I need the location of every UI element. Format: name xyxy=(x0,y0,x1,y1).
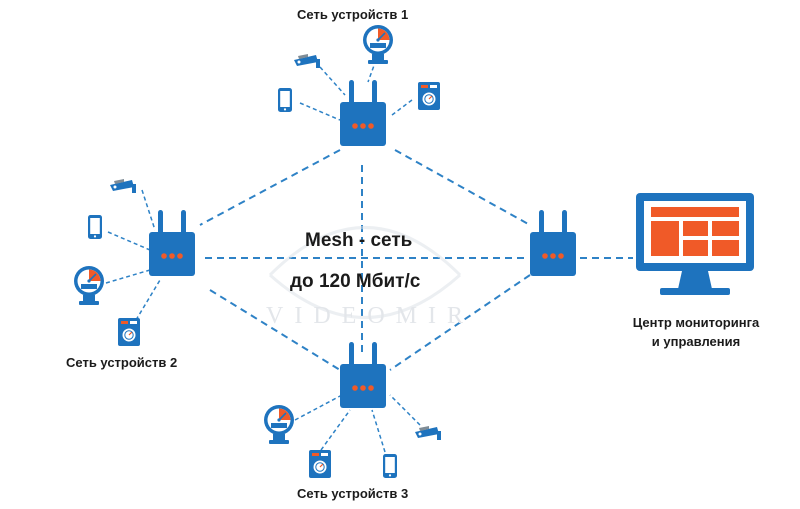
meter-panel-icon xyxy=(417,81,441,111)
device-spokes xyxy=(105,59,421,453)
smartphone-icon xyxy=(278,88,292,112)
monitoring-center-line1: Центр мониторинга xyxy=(632,315,760,330)
meter-panel-icon xyxy=(117,317,141,347)
pressure-gauge-icon xyxy=(263,404,295,445)
watermark-logo xyxy=(268,226,462,319)
link-router-right-router3 xyxy=(389,274,531,371)
mesh-network-title: Mesh - сеть xyxy=(305,230,413,251)
watermark-text: VIDEOMIR xyxy=(266,303,474,329)
link-router1-router2 xyxy=(199,149,341,226)
smartphone-icon xyxy=(383,454,397,478)
pressure-gauge-icon xyxy=(362,24,394,65)
router-icon xyxy=(340,80,386,146)
security-camera-icon xyxy=(294,54,320,68)
monitoring-center-line2: и управления xyxy=(651,334,741,349)
monitor-icon xyxy=(636,193,754,295)
link-router2-router3 xyxy=(209,289,341,371)
meter-panel-icon xyxy=(308,449,332,479)
link-router1-router-right xyxy=(394,149,531,226)
device-group-3-label: Сеть устройств 3 xyxy=(297,486,409,501)
router-icon xyxy=(149,210,195,276)
device-group-2-label: Сеть устройств 2 xyxy=(66,355,178,370)
monitoring-center-label: Центр мониторинга и управления xyxy=(606,313,786,351)
pressure-gauge-icon xyxy=(73,265,105,306)
device-group-1-label: Сеть устройств 1 xyxy=(297,7,409,22)
security-camera-icon xyxy=(110,179,136,193)
security-camera-icon xyxy=(415,426,441,440)
mesh-speed-label: до 120 Мбит/с xyxy=(290,271,421,292)
router-icon xyxy=(530,210,576,276)
mesh-links xyxy=(199,149,633,371)
smartphone-icon xyxy=(88,215,102,239)
